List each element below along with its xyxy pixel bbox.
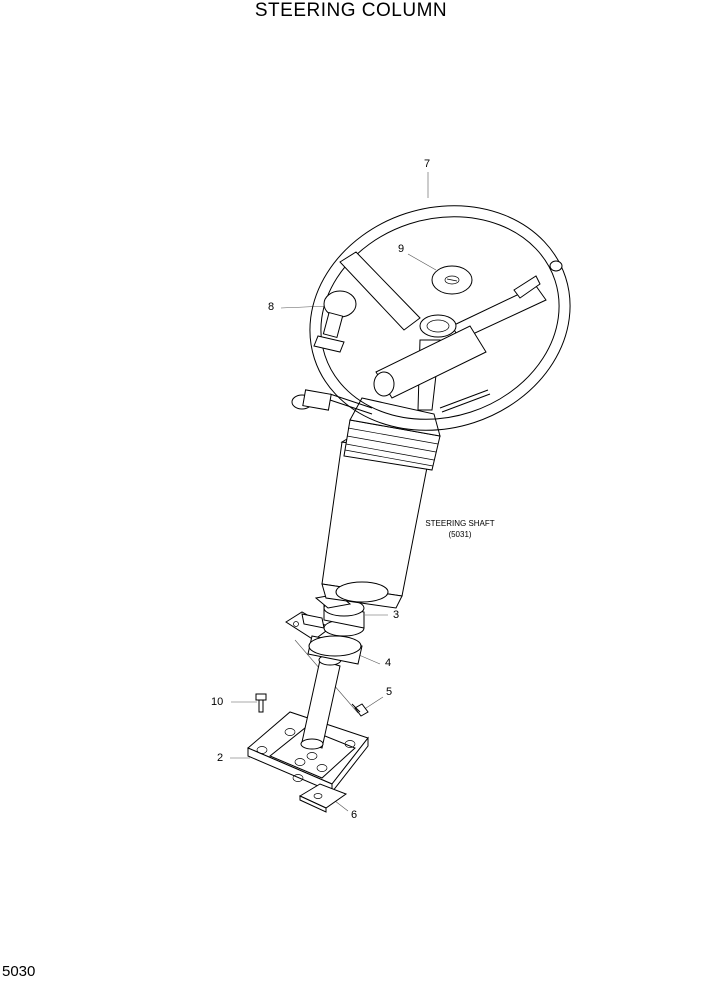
- spinner-knob: [313, 290, 357, 353]
- callout-7: 7: [424, 158, 431, 170]
- lower-plate: [298, 783, 348, 813]
- reference-number: (5031): [448, 530, 472, 539]
- callout-6: 6: [351, 809, 358, 821]
- callout-4: 4: [385, 657, 392, 669]
- page-title: STEERING COLUMN: [254, 0, 448, 21]
- page-number: 5030: [2, 963, 36, 980]
- reference-label: STEERING SHAFT: [425, 519, 495, 528]
- callout-5: 5: [386, 686, 393, 698]
- callout-8: 8: [268, 301, 275, 313]
- steering-wheel: [309, 205, 571, 431]
- right-rod: [439, 389, 491, 413]
- callout-3: 3: [393, 609, 400, 621]
- left-lever: [291, 389, 373, 415]
- bolt-10: [255, 693, 267, 713]
- callout-9: 9: [398, 243, 405, 255]
- callout-10: 10: [211, 696, 224, 708]
- callout-2: 2: [217, 752, 224, 764]
- horn-button: [431, 265, 473, 295]
- steering-shaft-reference: STEERING SHAFT (5031): [405, 518, 515, 540]
- bolt-5: [351, 703, 369, 717]
